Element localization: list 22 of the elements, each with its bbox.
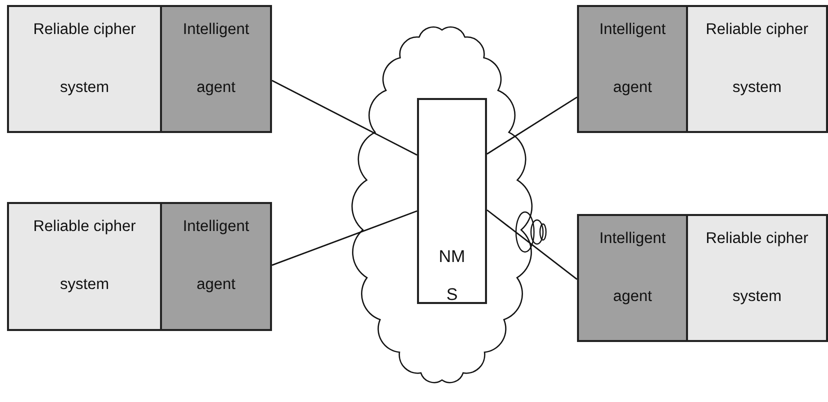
cipher-system-box <box>7 202 162 331</box>
agent-box <box>160 202 272 331</box>
nms-label: NM S <box>438 246 466 306</box>
box-label: Intelligent agent <box>598 229 667 307</box>
box-label: Intelligent agent <box>182 217 250 295</box>
box-label: Reliable cipher system <box>32 217 137 295</box>
box-label: Reliable cipher system <box>32 20 137 98</box>
connector-line <box>272 210 418 266</box>
connector-line <box>272 80 418 156</box>
connector-line <box>486 96 578 155</box>
agent-box <box>577 5 688 133</box>
cipher-system-box <box>686 214 828 342</box>
box-label: Intelligent agent <box>182 20 250 98</box>
cipher-system-box <box>686 5 828 133</box>
box-label: Reliable cipher system <box>704 20 810 98</box>
box-label: Reliable cipher system <box>704 229 810 307</box>
box-label: Intelligent agent <box>598 20 667 98</box>
nms-box <box>417 98 487 304</box>
agent-box <box>577 214 688 342</box>
cipher-system-box <box>7 5 162 133</box>
connector-line <box>486 209 578 280</box>
agent-box <box>160 5 272 133</box>
